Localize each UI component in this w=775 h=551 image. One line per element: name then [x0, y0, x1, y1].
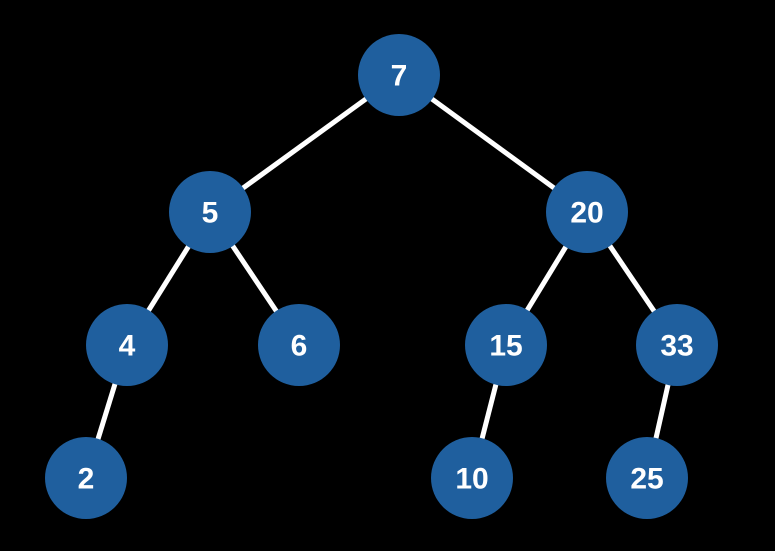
- tree-nodes: 7 5 20 4 6 15 33 2 10 25: [45, 34, 718, 519]
- tree-node-10: 10: [431, 437, 513, 519]
- tree-node-label: 6: [291, 330, 308, 363]
- tree-node-circle: [606, 437, 688, 519]
- tree-node-6: 6: [258, 304, 340, 386]
- tree-node-circle: [45, 437, 127, 519]
- tree-node-label: 2: [78, 463, 95, 496]
- tree-node-label: 4: [119, 330, 136, 363]
- tree-node-circle: [546, 171, 628, 253]
- tree-node-label: 33: [660, 330, 693, 363]
- tree-node-15: 15: [465, 304, 547, 386]
- tree-node-circle: [431, 437, 513, 519]
- tree-node-4: 4: [86, 304, 168, 386]
- tree-node-2: 2: [45, 437, 127, 519]
- tree-node-7: 7: [358, 34, 440, 116]
- tree-node-circle: [86, 304, 168, 386]
- tree-node-label: 5: [202, 197, 219, 230]
- tree-node-label: 7: [391, 60, 408, 93]
- tree-node-label: 25: [630, 463, 663, 496]
- tree-node-label: 20: [570, 197, 603, 230]
- tree-node-circle: [258, 304, 340, 386]
- tree-node-33: 33: [636, 304, 718, 386]
- tree-node-label: 15: [489, 330, 522, 363]
- tree-node-5: 5: [169, 171, 251, 253]
- tree-node-25: 25: [606, 437, 688, 519]
- tree-node-20: 20: [546, 171, 628, 253]
- tree-node-circle: [169, 171, 251, 253]
- tree-node-circle: [465, 304, 547, 386]
- tree-node-circle: [636, 304, 718, 386]
- tree-node-label: 10: [455, 463, 488, 496]
- tree-node-circle: [358, 34, 440, 116]
